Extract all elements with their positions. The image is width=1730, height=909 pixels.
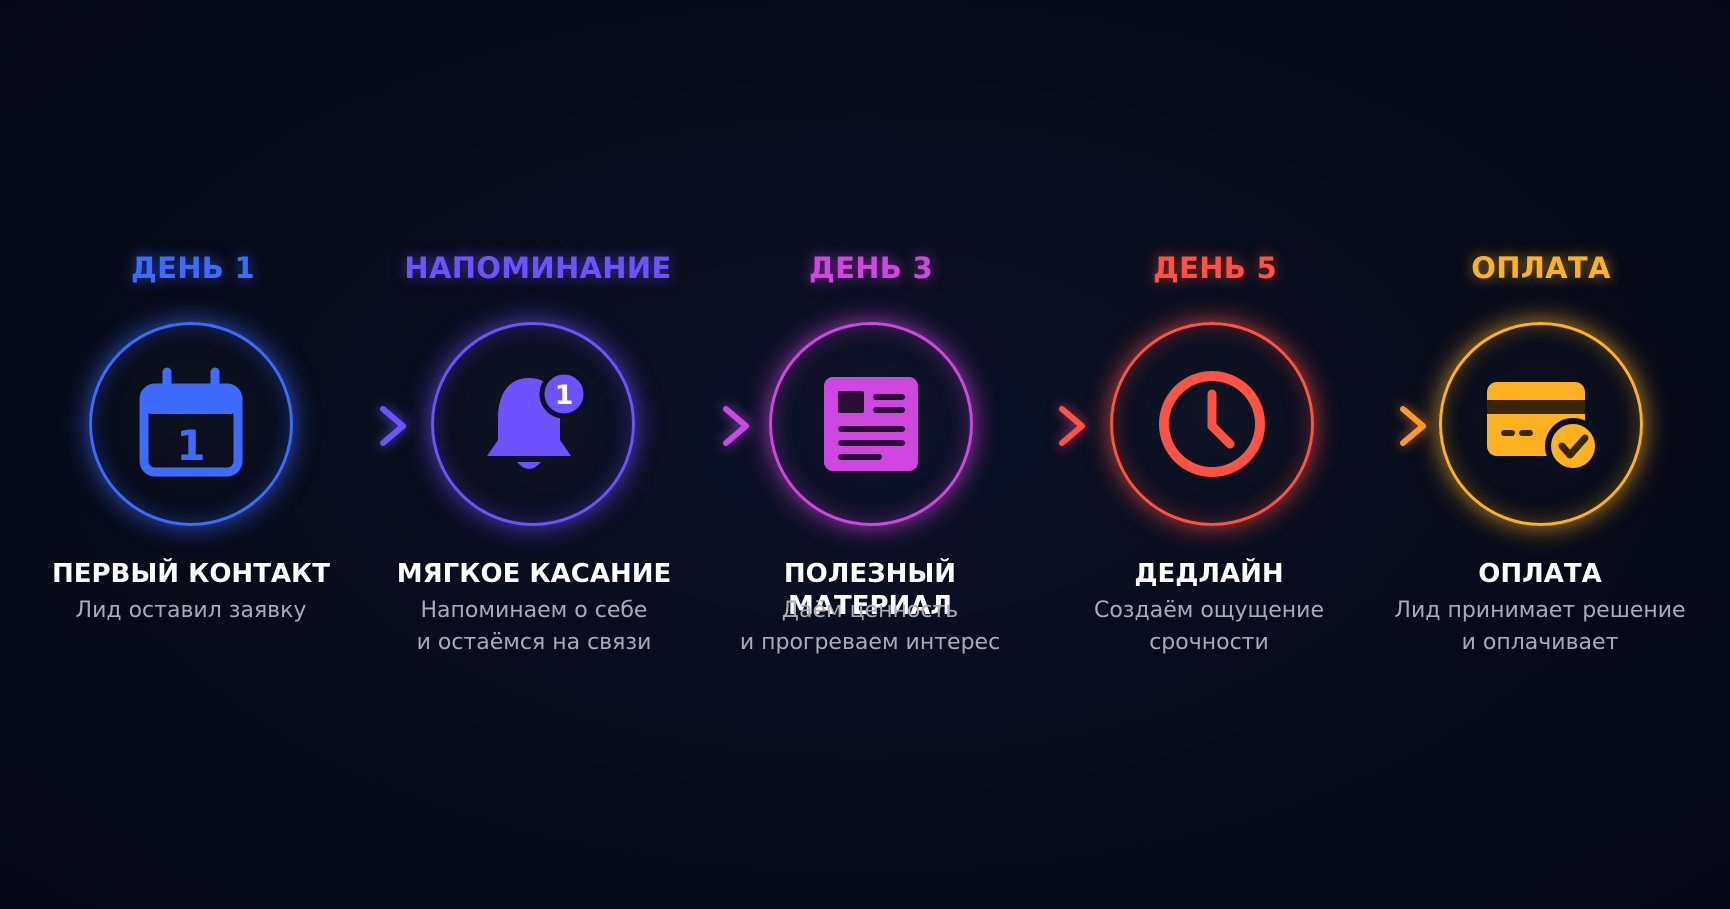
step-description-useful-material: Даём ценность и прогреваем интерес — [700, 595, 1040, 659]
step-icon-ring-day-1: 1 — [89, 322, 293, 526]
step-icon-ring-day-3 — [769, 322, 973, 526]
bell-icon: 1 — [487, 369, 589, 469]
arrow-icon — [1332, 406, 1426, 446]
description-line: и оплачивает — [1461, 630, 1619, 655]
step-description-soft-touch: Напоминаем о себе и остаёмся на связи — [364, 595, 704, 659]
document-icon — [824, 377, 918, 471]
step-title-payment: ОПЛАТА — [1471, 251, 1611, 285]
description-line: и прогреваем интерес — [739, 630, 1001, 655]
step-label-useful-material: ПОЛЕЗНЫЙ МАТЕРИАЛ — [783, 559, 957, 621]
description-line: Напоминаем о себе — [420, 598, 648, 623]
arrow-icon — [655, 406, 749, 446]
step-description-deadline: Создаём ощущение срочности — [1039, 595, 1379, 659]
description-line: Лид оставил заявку — [75, 598, 307, 623]
description-line: Создаём ощущение — [1093, 598, 1324, 623]
calendar-icon: 1 — [139, 367, 243, 477]
step-description-payment: Лид принимает решение и оплачивает — [1370, 595, 1710, 659]
step-label-first-contact: ПЕРВЫЙ КОНТАКТ — [51, 559, 331, 589]
step-label-payment: ОПЛАТА — [1478, 559, 1602, 589]
step-icon-ring-reminder: 1 — [431, 322, 635, 526]
description-line: Лид принимает решение — [1394, 598, 1686, 623]
step-title-day-5: ДЕНЬ 5 — [1152, 251, 1278, 285]
calendar-day-number: 1 — [176, 421, 205, 470]
step-description-first-contact: Лид оставил заявку — [21, 595, 361, 627]
step-icon-ring-payment — [1439, 322, 1643, 526]
clock-icon — [1159, 371, 1265, 477]
step-icon-ring-day-5 — [1110, 322, 1314, 526]
step-title-day-1: ДЕНЬ 1 — [130, 251, 256, 285]
notification-count-badge: 1 — [555, 380, 574, 411]
credit-card-check-icon — [1487, 382, 1601, 474]
step-title-reminder: НАПОМИНАНИЕ — [404, 251, 672, 285]
description-line: и остаёмся на связи — [416, 630, 652, 655]
step-label-soft-touch: МЯГКОЕ КАСАНИЕ — [396, 559, 672, 589]
description-line: срочности — [1149, 630, 1269, 655]
arrow-icon — [312, 406, 406, 446]
arrow-icon — [991, 406, 1085, 446]
step-label-deadline: ДЕДЛАЙН — [1134, 559, 1284, 589]
description-line: Даём ценность — [781, 598, 959, 623]
step-title-day-3: ДЕНЬ 3 — [808, 251, 934, 285]
